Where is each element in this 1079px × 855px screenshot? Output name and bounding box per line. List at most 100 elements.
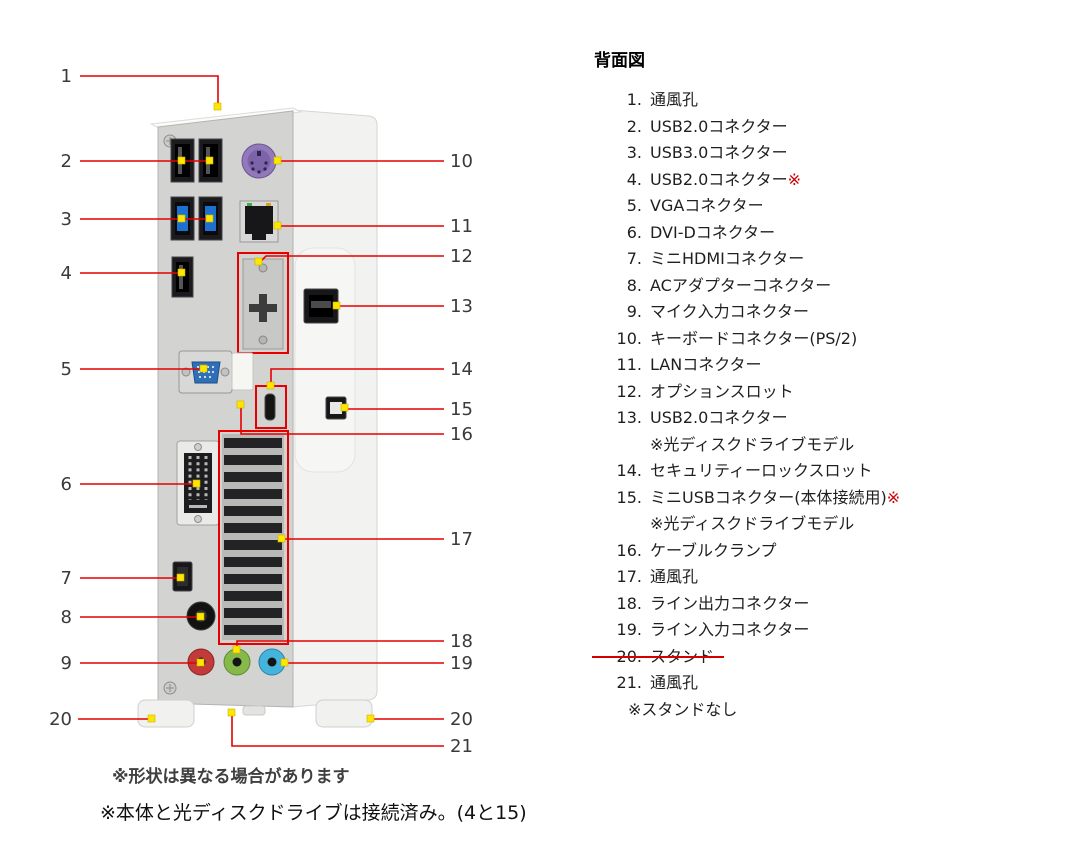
legend-item: 3. USB3.0コネクター (594, 140, 1074, 167)
legend-item-number: 11. (616, 355, 642, 374)
leader-20-right (366, 714, 444, 723)
legend-list: 1.通風孔 2. USB2.0コネクター 3. USB3.0コネクター 4. USB2… (591, 87, 1074, 724)
callout-number-5: 5 (61, 359, 72, 380)
legend-item-note: ※光ディスクドライブモデル (650, 514, 855, 533)
leader-2 (80, 156, 214, 165)
legend-item-label: ケーブルクランプ (650, 540, 777, 560)
legend-item: 13.USB2.0コネクター ※光ディスクドライブモデル (594, 405, 1074, 458)
vent-grille-annotation-box (218, 430, 289, 645)
leader-11 (273, 221, 444, 230)
callout-number-12: 12 (450, 246, 473, 267)
legend-item-number: 10. (616, 328, 642, 348)
callout-number-17: 17 (450, 529, 473, 550)
legend-item-number: 5. (626, 196, 642, 215)
legend-item: 12. オプションスロット (594, 379, 1074, 406)
callout-number-18: 18 (450, 631, 473, 652)
legend-item: 9. マイク入力コネクター (594, 299, 1074, 326)
legend-item-number: 18. (616, 593, 642, 613)
legend-item-label: オプションスロット (650, 381, 794, 401)
leader-10 (273, 156, 444, 165)
legend-item-number: 17. (616, 567, 642, 586)
leader-19 (280, 658, 444, 667)
stand-left (137, 699, 195, 728)
legend-item: 2. USB2.0コネクター (594, 114, 1074, 141)
legend-item-number: 6. (626, 222, 642, 242)
legend-item-label: ACアダプターコネクター (650, 275, 832, 295)
legend-item-number: 15. (616, 487, 642, 507)
legend-item: 17.通風孔 (594, 564, 1074, 591)
leader-12 (254, 255, 444, 266)
bottom-vent (242, 705, 266, 716)
legend-item-label: ※スタンドなし (628, 699, 738, 719)
usb2-single-port (171, 256, 194, 298)
callout-number-15: 15 (450, 399, 473, 420)
panel-screw-bottom (163, 681, 177, 695)
callout-number-14: 14 (450, 359, 473, 380)
legend-item: 4. USB2.0コネクター※ (594, 167, 1074, 194)
legend-item-label: キーボードコネクター(PS/2) (650, 328, 858, 348)
legend-item-label: セキュリティーロックスロット (650, 461, 873, 480)
legend-item: 21.通風孔 (594, 670, 1074, 697)
legend-item: 16.ケーブルクランプ (594, 538, 1074, 565)
leader-21 (227, 708, 444, 747)
leader-4 (80, 268, 186, 277)
callout-number-10: 10 (450, 151, 473, 172)
lan-port (239, 200, 279, 243)
legend-item-label: USB2.0コネクター (650, 169, 788, 189)
pc-rear-unit (137, 107, 378, 728)
legend-item-number: 4. (626, 169, 642, 189)
leader-1 (80, 75, 222, 111)
callout-number-2: 2 (61, 151, 72, 172)
legend-item-label: USB2.0コネクター (650, 116, 788, 136)
leader-3 (80, 214, 214, 223)
legend-item-label: VGAコネクター (650, 196, 764, 215)
legend-item: ※スタンドなし (594, 697, 1074, 724)
callout-numbers: 1 2 3 4 5 6 7 8 9 20 10 11 12 13 14 15 1… (49, 66, 473, 757)
leader-15 (340, 403, 444, 412)
legend-item-number: 9. (626, 302, 642, 321)
legend-item-label: ミニHDMIコネクター (650, 249, 805, 268)
legend-item-label: DVI-Dコネクター (650, 222, 776, 242)
legend-item: 14. セキュリティーロックスロット (594, 458, 1074, 485)
legend-item-label: マイク入力コネクター (650, 302, 810, 321)
legend-item-number: 12. (616, 381, 642, 401)
legend-item: 8. ACアダプターコネクター (594, 273, 1074, 300)
side-casing-bump (294, 247, 356, 473)
legend-item-number: 3. (626, 143, 642, 162)
legend-item-label: USB3.0コネクター (650, 143, 788, 162)
legend-panel: 背面図 1.通風孔 2.USB2.0コネクター 3.USB3.0コネクター 4.… (591, 46, 1074, 724)
callout-number-21: 21 (450, 736, 473, 757)
leader-20-left (78, 714, 156, 723)
callout-number-16: 16 (450, 424, 473, 445)
leader-5 (80, 364, 208, 373)
security-lock-slot (264, 393, 276, 421)
legend-item: 5. VGAコネクター (594, 193, 1074, 220)
leader-14 (266, 368, 444, 390)
callout-number-11: 11 (450, 216, 473, 237)
callout-number-20-right: 20 (450, 709, 473, 730)
leader-13 (332, 301, 444, 310)
legend-item-number: 13. (616, 408, 642, 427)
legend-item: 10. キーボードコネクター(PS/2) (594, 326, 1074, 353)
legend-item-number: 7. (626, 249, 642, 268)
legend-item-number: 8. (626, 275, 642, 295)
legend-item-label: スタンド (650, 646, 715, 666)
footnote-shape-note: ※形状は異なる場合があります (112, 767, 350, 787)
legend-item: 20.スタンド (591, 644, 1074, 671)
legend-item: 1.通風孔 (594, 87, 1074, 114)
callout-number-1: 1 (61, 66, 72, 87)
legend-item-label: LANコネクター (650, 355, 762, 374)
callout-number-7: 7 (61, 568, 72, 589)
footnote-drive-note: ※本体と光ディスクドライブは接続済み。(4と15) (100, 802, 527, 824)
legend-item-number: 14. (616, 461, 642, 480)
leader-7 (80, 573, 185, 582)
legend-item-number: 2. (626, 116, 642, 136)
legend-item-asterisk: ※ (787, 169, 802, 189)
callout-number-3: 3 (61, 209, 72, 230)
leader-17 (277, 534, 444, 543)
legend-item: 6. DVI-Dコネクター (594, 220, 1074, 247)
leader-8 (80, 612, 205, 621)
option-slot (242, 258, 284, 350)
usb2-side-port (303, 288, 339, 324)
